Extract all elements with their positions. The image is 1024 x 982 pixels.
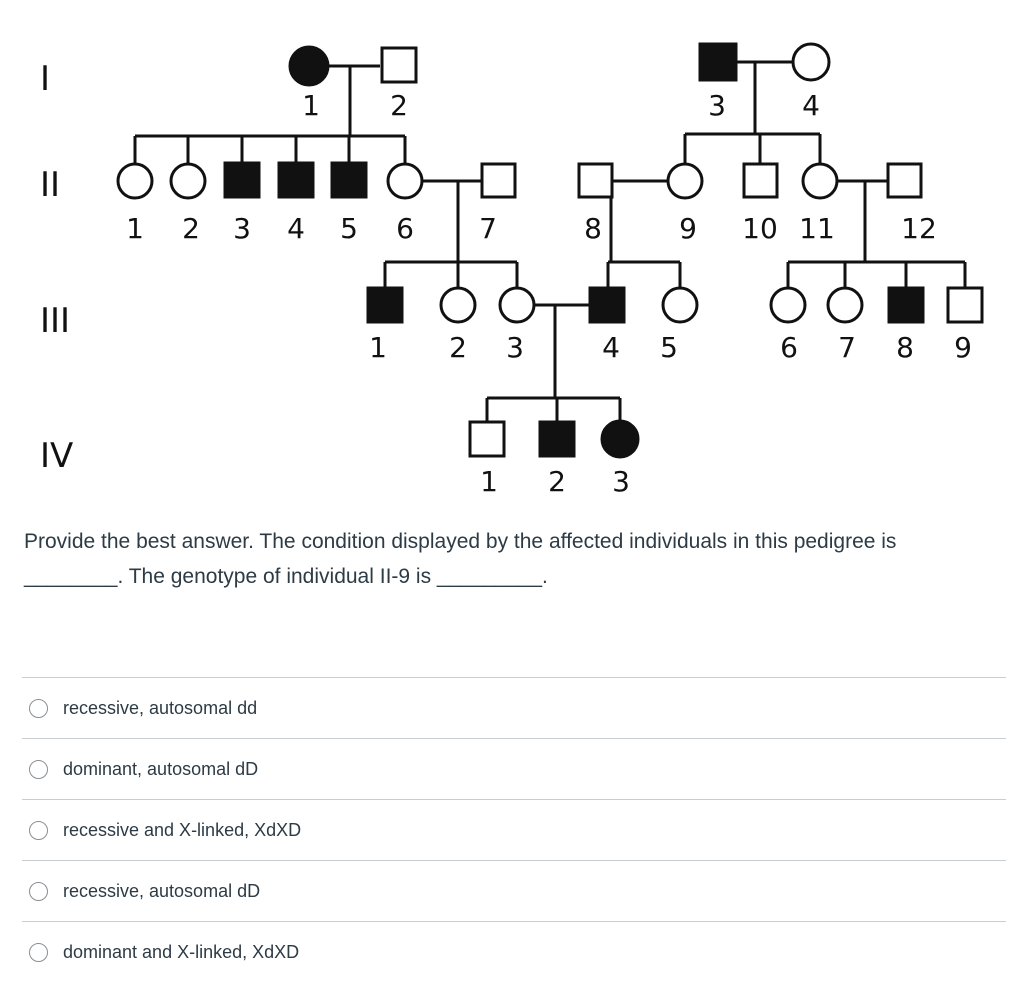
individual-number: 1 <box>302 89 320 122</box>
generation-labels: I II III IV <box>40 59 73 476</box>
generation-label: IV <box>40 436 73 476</box>
individual-II-2 <box>169 162 207 200</box>
individual-number: 2 <box>182 212 200 245</box>
individual-I-4 <box>791 42 831 82</box>
individual-number: 12 <box>901 212 937 245</box>
individual-number: 3 <box>612 465 630 498</box>
individual-I-2 <box>380 46 418 84</box>
individual-II-10 <box>742 162 779 199</box>
individual-number: 2 <box>390 89 408 122</box>
individual-III-5 <box>661 286 699 324</box>
individual-number: 1 <box>480 465 498 498</box>
individual-II-5 <box>330 161 368 199</box>
individual-number: 8 <box>584 212 602 245</box>
individual-IV-2 <box>538 420 576 458</box>
generation-label: II <box>40 165 60 205</box>
question-text: Provide the best answer. The condition d… <box>24 524 1004 594</box>
individual-III-6 <box>769 286 807 324</box>
pedigree-chart: I II III IV 1 2 3 4 1 2 3 4 5 6 7 8 9 10… <box>40 42 984 498</box>
individual-number: 4 <box>802 89 820 122</box>
radio-button[interactable] <box>29 820 48 840</box>
individual-number: 3 <box>708 89 726 122</box>
question-line-2: . The genotype of individual II-9 is <box>117 565 432 588</box>
radio-button[interactable] <box>29 881 48 901</box>
individual-I-1 <box>288 45 330 87</box>
individual-labels: 1 2 3 4 1 2 3 4 5 6 7 8 9 10 11 12 1 2 3… <box>126 89 972 498</box>
individual-number: 7 <box>479 212 497 245</box>
individual-IV-3 <box>600 419 640 459</box>
individual-III-8 <box>887 286 925 324</box>
answer-option-3[interactable]: recessive and X-linked, XdXD <box>22 799 1006 860</box>
option-label[interactable]: dominant, autosomal dD <box>63 758 259 779</box>
answer-option-4[interactable]: recessive, autosomal dD <box>22 860 1006 921</box>
individual-number: 7 <box>838 331 856 364</box>
question-line-1: Provide the best answer. The condition d… <box>24 530 897 553</box>
individual-number: 9 <box>954 331 972 364</box>
individual-II-4 <box>277 161 315 199</box>
individual-II-6 <box>386 162 424 200</box>
radio-button[interactable] <box>29 942 48 962</box>
individual-number: 3 <box>233 212 251 245</box>
individual-number: 5 <box>340 212 358 245</box>
option-label[interactable]: recessive, autosomal dd <box>63 697 258 718</box>
generation-label: III <box>40 301 70 341</box>
individual-I-3 <box>698 42 738 82</box>
pedigree-lines <box>133 60 967 422</box>
individual-II-11 <box>801 162 839 200</box>
individual-II-12 <box>886 162 923 199</box>
option-label[interactable]: recessive, autosomal dD <box>63 880 261 901</box>
individual-number: 9 <box>679 212 697 245</box>
individual-III-9 <box>946 286 984 324</box>
individual-III-4 <box>588 286 626 324</box>
individual-IV-1 <box>468 420 506 458</box>
individual-number: 6 <box>780 331 798 364</box>
individual-II-1 <box>116 162 154 200</box>
individual-number: 2 <box>449 331 467 364</box>
answer-blank-1: ________ <box>24 565 118 588</box>
individual-II-9 <box>666 162 704 200</box>
individual-III-1 <box>366 286 404 324</box>
answer-option-1[interactable]: recessive, autosomal dd <box>22 677 1006 738</box>
individual-number: 3 <box>506 331 524 364</box>
individual-II-7 <box>480 162 517 199</box>
individual-number: 6 <box>396 212 414 245</box>
radio-button[interactable] <box>29 759 48 779</box>
question-end: . <box>542 565 548 588</box>
option-label[interactable]: dominant and X-linked, XdXD <box>63 941 300 962</box>
individual-III-2 <box>439 286 477 324</box>
individual-II-3 <box>223 161 261 199</box>
generation-label: I <box>40 59 50 99</box>
answer-options: recessive, autosomal dd dominant, autoso… <box>22 677 1006 982</box>
individual-III-7 <box>826 286 864 324</box>
individual-number: 1 <box>369 331 387 364</box>
individual-number: 2 <box>548 465 566 498</box>
answer-blank-2: _________ <box>436 565 543 588</box>
individual-number: 11 <box>799 212 835 245</box>
individual-number: 4 <box>287 212 305 245</box>
answer-option-5[interactable]: dominant and X-linked, XdXD <box>22 921 1006 982</box>
pedigree-symbols <box>116 42 984 459</box>
individual-number: 8 <box>896 331 914 364</box>
individual-number: 1 <box>126 212 144 245</box>
individual-III-3 <box>498 286 536 324</box>
individual-number: 10 <box>742 212 778 245</box>
individual-number: 4 <box>602 331 620 364</box>
individual-II-8 <box>577 162 614 199</box>
radio-button[interactable] <box>29 698 48 718</box>
option-label[interactable]: recessive and X-linked, XdXD <box>63 819 302 840</box>
answer-option-2[interactable]: dominant, autosomal dD <box>22 738 1006 799</box>
individual-number: 5 <box>660 331 678 364</box>
